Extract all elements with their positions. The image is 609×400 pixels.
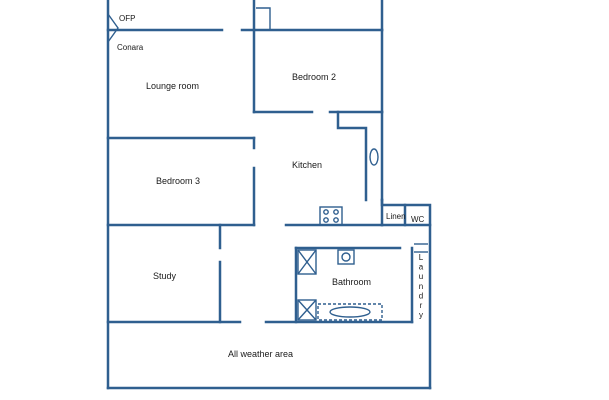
label-linen: Linen: [386, 212, 406, 221]
laundry-letter: d: [419, 291, 423, 300]
label-bedroom-2: Bedroom 2: [292, 72, 336, 82]
label-kitchen: Kitchen: [292, 160, 322, 170]
label-study: Study: [153, 271, 177, 281]
laundry-letter: u: [419, 272, 423, 281]
cupboard-icon: [297, 299, 317, 321]
laundry-letter: r: [420, 301, 423, 310]
bath-icon: [317, 303, 383, 321]
stove-icon: [319, 206, 343, 226]
label-bathroom: Bathroom: [332, 277, 371, 287]
laundry-letter: a: [419, 263, 424, 272]
laundry-letter: y: [419, 311, 423, 320]
label-ofp: OFP: [119, 14, 135, 23]
walls: [106, 0, 432, 390]
label-lounge-room: Lounge room: [146, 81, 199, 91]
label-wc: WC: [411, 215, 425, 224]
laundry-letter: L: [419, 253, 424, 262]
sink-icon: [369, 148, 379, 166]
laundry-tub-icon: [414, 243, 428, 253]
label-conara: Conara: [117, 43, 144, 52]
label-bedroom-3: Bedroom 3: [156, 176, 200, 186]
laundry-letter: n: [419, 282, 423, 291]
label-all-weather-area: All weather area: [228, 349, 293, 359]
basin-icon: [337, 249, 355, 265]
shower-icon: [297, 249, 317, 275]
entrance-marker: [107, 13, 119, 43]
